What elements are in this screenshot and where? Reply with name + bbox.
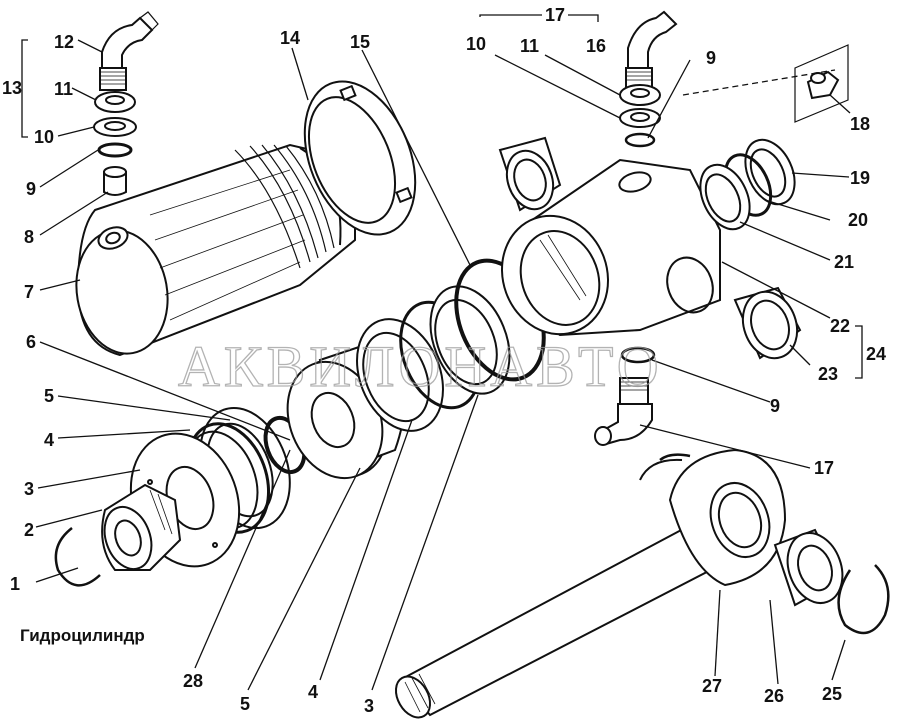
part-17-elbow-fitting-right — [594, 377, 653, 446]
part-3-ring-mid — [429, 285, 511, 395]
part-bushing-top — [498, 136, 562, 212]
label-22: 22 — [830, 316, 850, 336]
label-10-left: 10 — [34, 127, 54, 147]
part-10-washer-top — [619, 108, 661, 128]
label-14: 14 — [280, 28, 300, 48]
part-9-oring-top — [624, 132, 656, 148]
part-27-piston-rod — [394, 448, 787, 719]
label-23: 23 — [818, 364, 838, 384]
label-4-left: 4 — [44, 430, 54, 450]
label-17-right: 17 — [814, 458, 834, 478]
watermark: АКВИЛОНАВТО — [178, 334, 663, 399]
part-23-bushing — [733, 286, 802, 360]
part-8-valve-left — [103, 166, 127, 196]
label-17-top: 17 — [545, 5, 565, 25]
diagram-title: Гидроцилиндр — [20, 626, 145, 645]
label-7: 7 — [24, 282, 34, 302]
label-11-top: 11 — [520, 36, 539, 56]
label-10-top: 10 — [466, 34, 486, 54]
part-14-nut-ring — [303, 80, 417, 236]
label-3-left: 3 — [24, 479, 34, 499]
label-1: 1 — [10, 574, 20, 594]
part-12-elbow-fitting-left — [99, 11, 159, 91]
part-7-cylinder-barrel — [75, 143, 356, 357]
part-9-oring-left — [97, 142, 133, 158]
label-9-right: 9 — [770, 396, 780, 416]
part-10-washer-left — [93, 117, 137, 137]
label-24: 24 — [866, 344, 886, 364]
part-25-snap-ring — [837, 564, 890, 635]
label-11-left: 11 — [54, 79, 73, 99]
part-1-snap-ring — [54, 527, 101, 587]
label-4-bottom: 4 — [308, 682, 318, 702]
part-22-cylinder-head — [501, 158, 721, 337]
part-18-grease-nipple — [794, 44, 849, 123]
label-9-top: 9 — [706, 48, 716, 68]
label-20: 20 — [848, 210, 868, 230]
part-11-nut-left — [94, 91, 136, 113]
label-5-bottom: 5 — [240, 694, 250, 714]
label-3-bottom: 3 — [364, 696, 374, 716]
part-11-nut-top — [619, 84, 661, 106]
part-2-nut — [101, 483, 182, 571]
label-16: 16 — [586, 36, 606, 56]
label-28: 28 — [183, 671, 203, 691]
label-9-left: 9 — [26, 179, 36, 199]
label-6: 6 — [26, 332, 36, 352]
part-19-seal — [744, 138, 796, 206]
label-18: 18 — [850, 114, 870, 134]
label-8: 8 — [24, 227, 34, 247]
part-5-seal-ring-mid — [356, 318, 444, 432]
label-15: 15 — [350, 32, 370, 52]
label-19: 19 — [850, 168, 870, 188]
label-25: 25 — [822, 684, 842, 704]
label-2: 2 — [24, 520, 34, 540]
label-5-left: 5 — [44, 386, 54, 406]
part-9-oring-right — [620, 346, 656, 364]
part-26-bearing — [773, 528, 844, 607]
label-26: 26 — [764, 686, 784, 706]
label-27: 27 — [702, 676, 722, 696]
part-21-ring — [699, 163, 751, 231]
label-12: 12 — [54, 32, 74, 52]
label-21: 21 — [834, 252, 854, 272]
label-13: 13 — [2, 78, 22, 98]
leader-lines — [21, 14, 863, 691]
part-16-elbow-fitting-top — [625, 10, 678, 89]
